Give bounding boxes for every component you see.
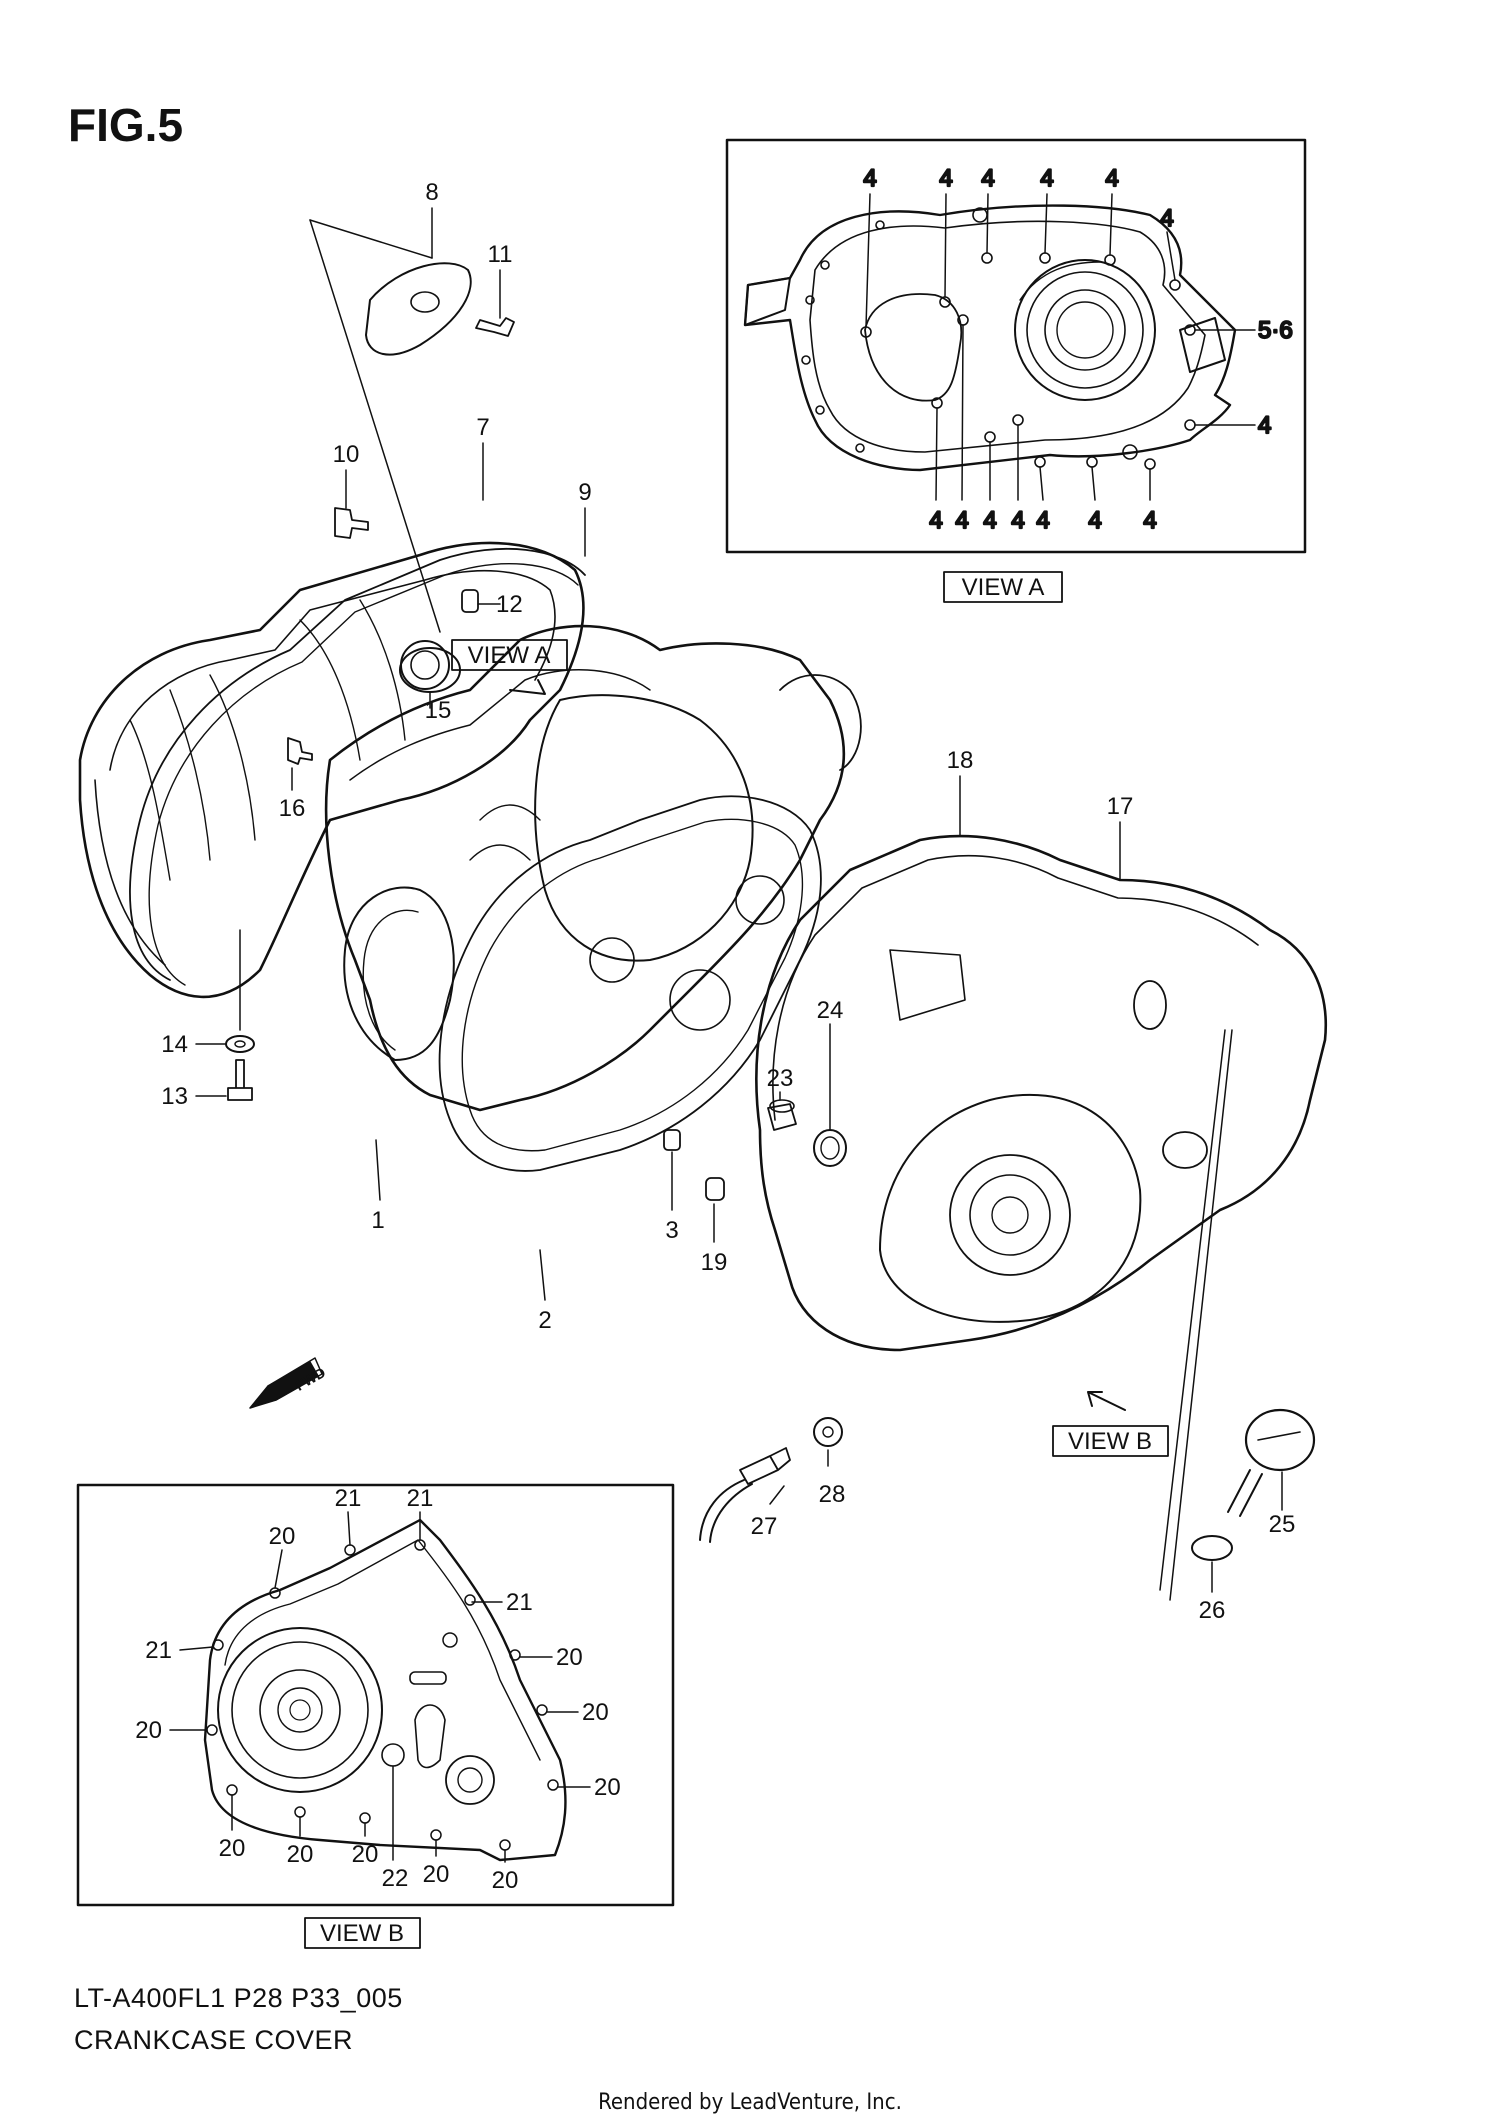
part-14-washer [225,1035,255,1053]
callout-4: 4 [1088,507,1101,534]
callout-13: 13 [161,1083,188,1110]
callout-4: 4 [981,165,994,192]
fwd-arrow-icon [249,1357,323,1409]
view-a-top-callouts: 4 4 4 4 4 4 [862,164,1175,233]
callout-4: 4 [1036,507,1049,534]
callout-1: 1 [371,1207,384,1234]
view-b-main-label-frame [1052,1425,1169,1457]
part-7-outer-cover [78,541,585,999]
callout-4: 4 [955,507,968,534]
callout-7: 7 [476,414,489,441]
callout-4: 4 [1258,412,1271,439]
part-3-dowel-pin [663,1129,681,1151]
part-24-o-ring [813,1129,847,1167]
part-10-bolt [334,507,369,539]
part-25-filler-cap [1227,1408,1316,1517]
callout-20: 20 [582,1699,609,1726]
callout-21: 21 [145,1637,172,1664]
part-9-gasket [129,547,586,986]
callout-28: 28 [819,1481,846,1508]
callout-17: 17 [1107,793,1134,820]
callout-27: 27 [751,1513,778,1540]
callout-14: 14 [161,1031,188,1058]
callout-3: 3 [665,1217,678,1244]
callout-8: 8 [425,179,438,206]
callout-21: 21 [506,1589,533,1616]
view-b-box-label: VIEW B [320,1920,404,1947]
part-12-dowel-pin [461,589,479,613]
part-17-crankcase-cover [755,834,1328,1352]
part-27-sensor [699,1447,791,1543]
part-26-o-ring [1191,1535,1233,1561]
callout-4: 4 [1160,205,1173,232]
part-15-seal [399,647,461,693]
part-11-screw [475,317,515,337]
part-18-gasket [772,854,1259,1121]
callout-15: 15 [425,697,452,724]
callout-4: 4 [1040,165,1053,192]
callout-4: 4 [983,507,996,534]
callout-2: 2 [538,1307,551,1334]
callout-4: 4 [939,165,952,192]
callout-18: 18 [947,747,974,774]
callout-16: 16 [279,795,306,822]
part-19-dowel-pin [705,1177,725,1201]
part-2-gasket [438,795,822,1172]
render-credit: Rendered by LeadVenture, Inc. [598,2090,902,2115]
callout-4: 4 [929,507,942,534]
callout-10: 10 [333,441,360,468]
view-b-inset [76,1483,675,1907]
callout-22: 22 [382,1865,409,1892]
callout-26: 26 [1199,1597,1226,1624]
callout-4: 4 [1143,507,1156,534]
callout-9: 9 [578,479,591,506]
part-13-bolt [227,1059,253,1101]
callout-20: 20 [219,1835,246,1862]
callout-20: 20 [594,1774,621,1801]
part-16-bolt [287,737,313,765]
figure-title: FIG.5 [68,99,184,151]
callout-11: 11 [488,241,513,268]
view-a-arrow-icon [509,679,546,695]
callout-12: 12 [496,591,523,618]
view-a-box-label-frame [943,571,1063,603]
callout-21: 21 [335,1485,362,1512]
view-a-main-label: VIEW A [468,642,551,669]
leader-lines [195,207,1283,1601]
callout-20: 20 [423,1861,450,1888]
part-8-plate [365,262,472,356]
view-a-inset: 4 4 4 4 4 4 4 4 4 4 4 4 4 5·6 4 [725,138,1307,554]
callout-20: 20 [287,1841,314,1868]
section-name: CRANKCASE COVER [74,2025,354,2055]
view-a-main-label-frame [451,639,568,671]
model-code: LT-A400FL1 P28 P33_005 [74,1983,403,2013]
callout-4: 4 [863,165,876,192]
callout-23: 23 [767,1065,794,1092]
callout-20: 20 [556,1644,583,1671]
part-1-crankcase [324,624,862,1112]
view-b-callout-labels: 21 21 20 21 21 20 20 20 20 20 20 20 22 2… [135,1485,620,1947]
callout-20: 20 [492,1867,519,1894]
callout-24: 24 [817,997,844,1024]
callout-19: 19 [701,1249,728,1276]
view-a-box-label: VIEW A [962,574,1045,601]
callout-25: 25 [1269,1511,1296,1538]
view-b-main-label: VIEW B [1068,1428,1152,1455]
callout-4: 4 [1011,507,1024,534]
callout-labels: 8 11 10 7 9 12 15 16 14 13 1 2 3 19 23 2… [161,179,1295,1624]
callout-20: 20 [135,1717,162,1744]
callout-20: 20 [352,1841,379,1868]
callout-4: 4 [1105,165,1118,192]
view-b-arrow-icon [1087,1391,1126,1411]
view-a-bottom-callouts: 4 4 4 4 4 4 4 [928,506,1158,535]
callout-21: 21 [407,1485,434,1512]
part-28-washer [813,1417,843,1447]
view-b-box-label-frame [304,1917,421,1949]
callout-5-6: 5·6 [1258,317,1293,344]
callout-20: 20 [269,1523,296,1550]
part-23-plug [767,1099,797,1131]
